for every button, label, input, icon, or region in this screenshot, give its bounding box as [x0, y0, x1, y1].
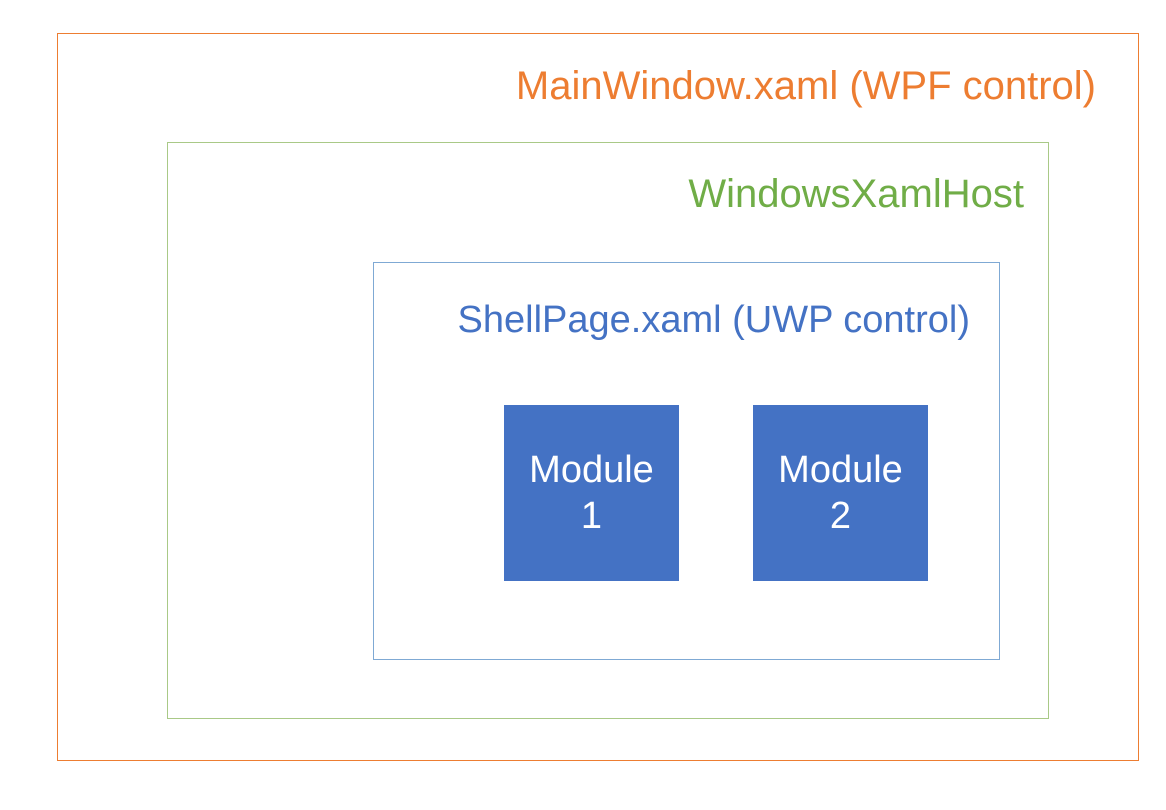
module-box-2[interactable]: Module 2 [753, 405, 928, 581]
module-2-name: Module [778, 449, 903, 491]
module-box-1[interactable]: Module 1 [504, 405, 679, 581]
windows-xaml-host-container: WindowsXamlHost ShellPage.xaml (UWP cont… [167, 142, 1049, 719]
module-1-number: 1 [580, 495, 603, 537]
module-1-name: Module [529, 449, 654, 491]
uwp-shell-page-label: ShellPage.xaml (UWP control) [457, 299, 970, 341]
windows-xaml-host-label: WindowsXamlHost [688, 172, 1024, 216]
uwp-shell-page-container: ShellPage.xaml (UWP control) Module 1 Mo… [373, 262, 1000, 660]
module-2-number: 2 [829, 495, 852, 537]
wpf-main-window-label: MainWindow.xaml (WPF control) [515, 64, 1096, 108]
wpf-main-window-container: MainWindow.xaml (WPF control) WindowsXam… [57, 33, 1139, 761]
